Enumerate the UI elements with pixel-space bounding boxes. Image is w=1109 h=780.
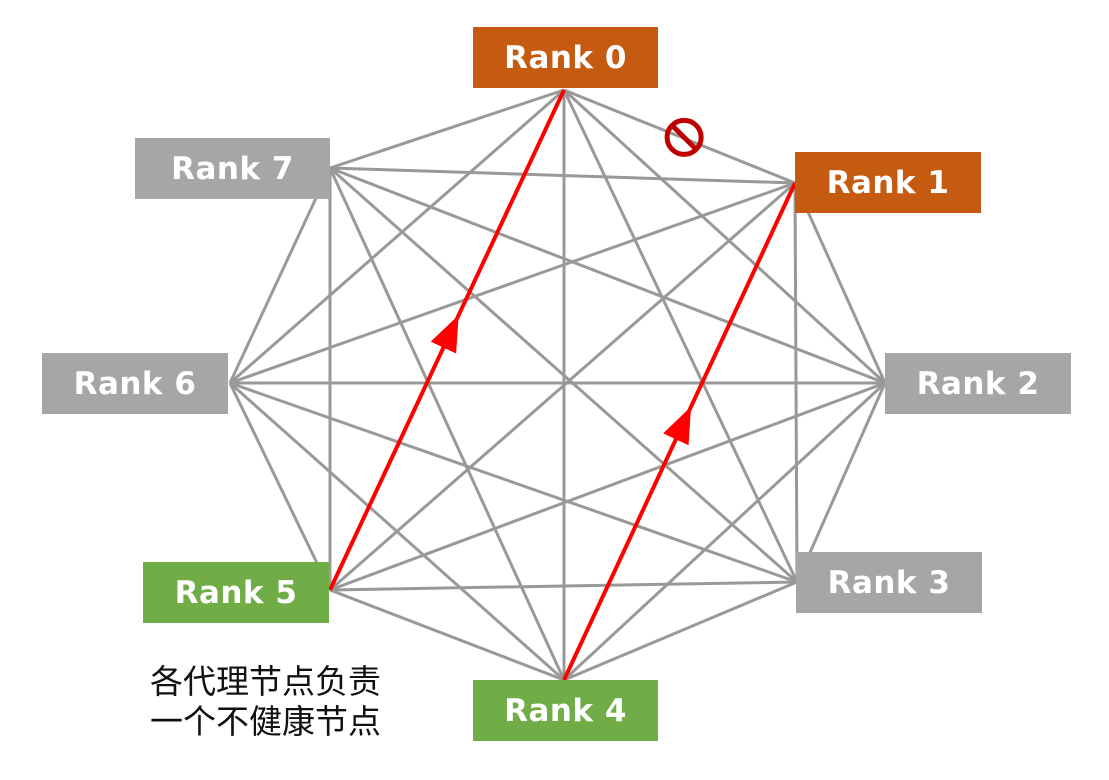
- arrow-head-icon: [430, 315, 459, 354]
- edge-rank-2-rank-3: [795, 382, 887, 583]
- edge-rank-4-rank-5: [329, 588, 565, 682]
- caption-line-2: 一个不健康节点: [150, 702, 381, 741]
- rank-7-label: Rank 7: [135, 138, 330, 199]
- edge-rank-4-rank-7: [328, 167, 566, 681]
- edge-rank-2-rank-7: [329, 166, 886, 385]
- edge-rank-1-rank-7: [329, 166, 796, 185]
- rank-2-label: Rank 2: [885, 353, 1071, 414]
- edge-rank-6-rank-7: [228, 167, 332, 384]
- edge-rank-0-rank-1-blocked: [563, 88, 796, 185]
- edge-rank-5-rank-6: [228, 382, 332, 591]
- rank-6-label: Rank 6: [42, 353, 228, 414]
- edge-rank-2-rank-4: [562, 381, 887, 682]
- rank-3-label: Rank 3: [796, 552, 982, 613]
- caption-line-1: 各代理节点负责: [150, 662, 381, 701]
- edge-rank-1-rank-2: [793, 182, 887, 384]
- edge-rank-3-rank-6: [229, 381, 798, 584]
- edge-rank-0-rank-7: [329, 88, 565, 170]
- highlight-layer: [328, 89, 797, 681]
- rank-4-label: Rank 4: [473, 680, 658, 741]
- edge-rank-3-rank-5: [329, 580, 798, 592]
- rank-5-label: Rank 5: [143, 562, 329, 623]
- arrow-head-icon: [663, 406, 692, 446]
- rank-1-label: Rank 1: [795, 152, 981, 213]
- caption: 各代理节点负责 一个不健康节点: [150, 662, 420, 742]
- edge-rank-0-rank-2: [562, 88, 887, 385]
- blocked-symbol-layer: [664, 117, 704, 157]
- edge-rank-3-rank-4: [563, 580, 798, 682]
- rank-0-label: Rank 0: [473, 27, 658, 88]
- edge-rank-1-rank-5: [329, 181, 796, 592]
- edge-rank-3-rank-7: [329, 166, 798, 584]
- blocked-icon: [664, 117, 704, 157]
- edge-rank-4-rank-6: [229, 381, 565, 682]
- edge-rank-0-rank-6: [229, 88, 565, 385]
- edges-layer: [228, 88, 887, 682]
- edge-rank-1-rank-6: [229, 181, 796, 385]
